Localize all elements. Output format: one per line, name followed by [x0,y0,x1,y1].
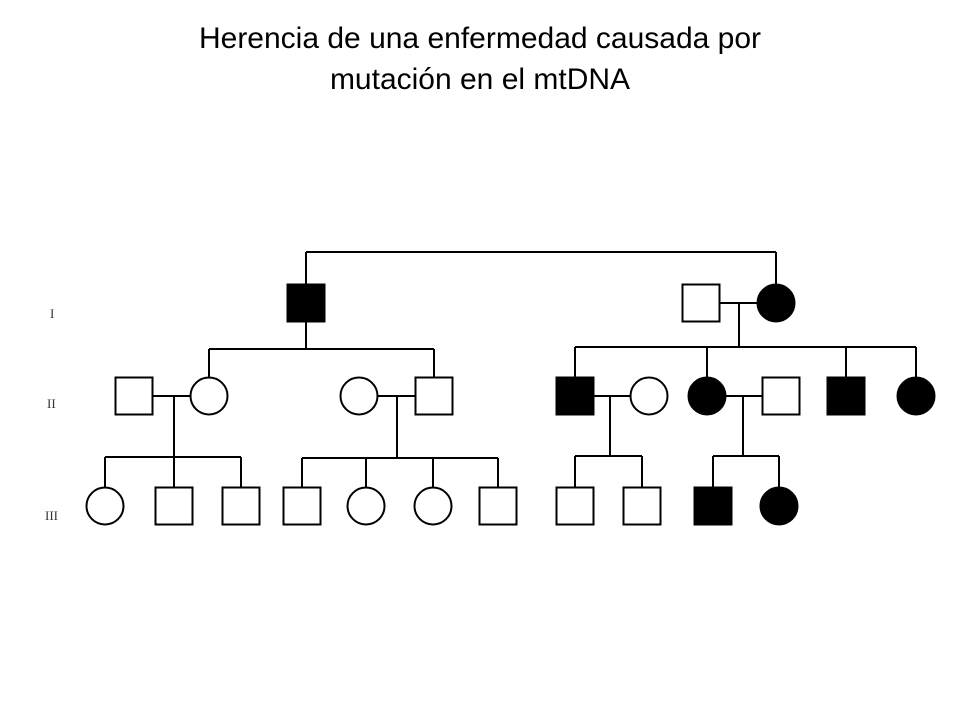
unaffected-male-symbol-I-2 [681,283,721,323]
affected-male-symbol-II-5 [555,376,595,416]
affected-female-symbol-II-7 [687,376,727,416]
unaffected-male-symbol-III-8 [555,486,595,526]
unaffected-male-symbol-II-8 [761,376,801,416]
pedigree-symbols [85,283,936,526]
unaffected-female-symbol-III-6 [413,486,453,526]
affected-female-symbol-I-3 [756,283,796,323]
affected-male-symbol-II-9 [826,376,866,416]
generation-label-II: II [47,396,56,411]
generation-label-I: I [50,306,54,321]
unaffected-female-symbol-III-1 [85,486,125,526]
affected-female-symbol-II-10 [896,376,936,416]
unaffected-male-symbol-III-3 [221,486,261,526]
page-title: Herencia de una enfermedad causada por m… [0,18,960,100]
unaffected-male-symbol-III-7 [478,486,518,526]
title-line-1: Herencia de una enfermedad causada por [198,22,762,55]
unaffected-male-symbol-III-4 [282,486,322,526]
unaffected-female-symbol-II-2 [189,376,229,416]
unaffected-female-symbol-III-5 [346,486,386,526]
unaffected-male-symbol-III-2 [154,486,194,526]
affected-male-symbol-III-10 [693,486,733,526]
unaffected-female-symbol-II-6 [629,376,669,416]
affected-male-symbol-I-1 [286,283,326,323]
pedigree-lines [104,251,917,488]
title-line-2: mutación en el mtDNA [329,63,631,96]
unaffected-female-symbol-II-3 [339,376,379,416]
unaffected-male-symbol-III-9 [622,486,662,526]
generation-labels: I II III [45,306,58,523]
generation-label-III: III [45,508,58,523]
affected-female-symbol-III-11 [759,486,799,526]
unaffected-male-symbol-II-4 [414,376,454,416]
unaffected-male-symbol-II-1 [114,376,154,416]
